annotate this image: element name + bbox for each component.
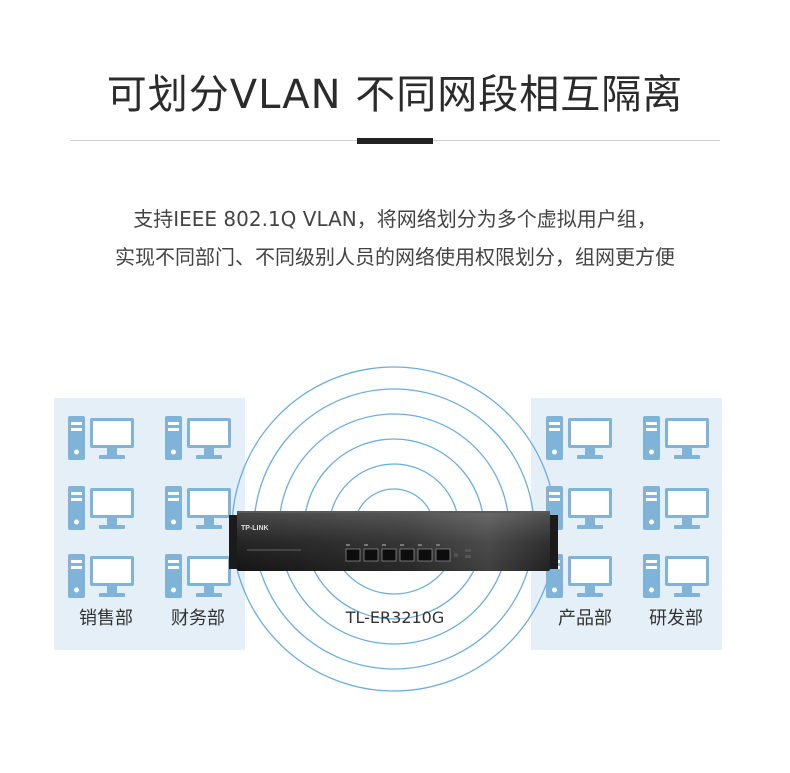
page-title: 可划分VLAN 不同网段相互隔离 — [106, 72, 684, 118]
router-brand-logo: TP-LINK — [241, 525, 269, 532]
desktop-computer-icon — [163, 414, 233, 464]
desktop-computer-icon — [66, 414, 136, 464]
description-line-1: 支持IEEE 802.1Q VLAN，将网络划分为多个虚拟用户组， — [133, 207, 657, 231]
desktop-computer-icon — [66, 552, 136, 602]
description-line-2: 实现不同部门、不同级别人员的网络使用权限划分，组网更方便 — [115, 245, 675, 269]
feature-description: 支持IEEE 802.1Q VLAN，将网络划分为多个虚拟用户组， 实现不同部门… — [0, 200, 790, 276]
desktop-computer-icon — [163, 484, 233, 534]
router-model-label: TL-ER3210G — [345, 608, 445, 627]
department-label-rnd: 研发部 — [649, 608, 703, 629]
desktop-computer-icon — [544, 414, 614, 464]
router-ports — [345, 544, 451, 562]
desktop-computer-icon — [66, 484, 136, 534]
desktop-computer-icon — [544, 484, 614, 534]
router-device — [229, 511, 558, 571]
title-divider-accent — [357, 138, 433, 144]
desktop-computer-icon — [641, 484, 711, 534]
department-label-finance: 财务部 — [171, 608, 225, 629]
desktop-computer-icon — [641, 552, 711, 602]
desktop-computer-icon — [163, 552, 233, 602]
desktop-computer-icon — [641, 414, 711, 464]
department-label-product: 产品部 — [558, 608, 612, 629]
department-label-sales: 销售部 — [79, 608, 133, 629]
